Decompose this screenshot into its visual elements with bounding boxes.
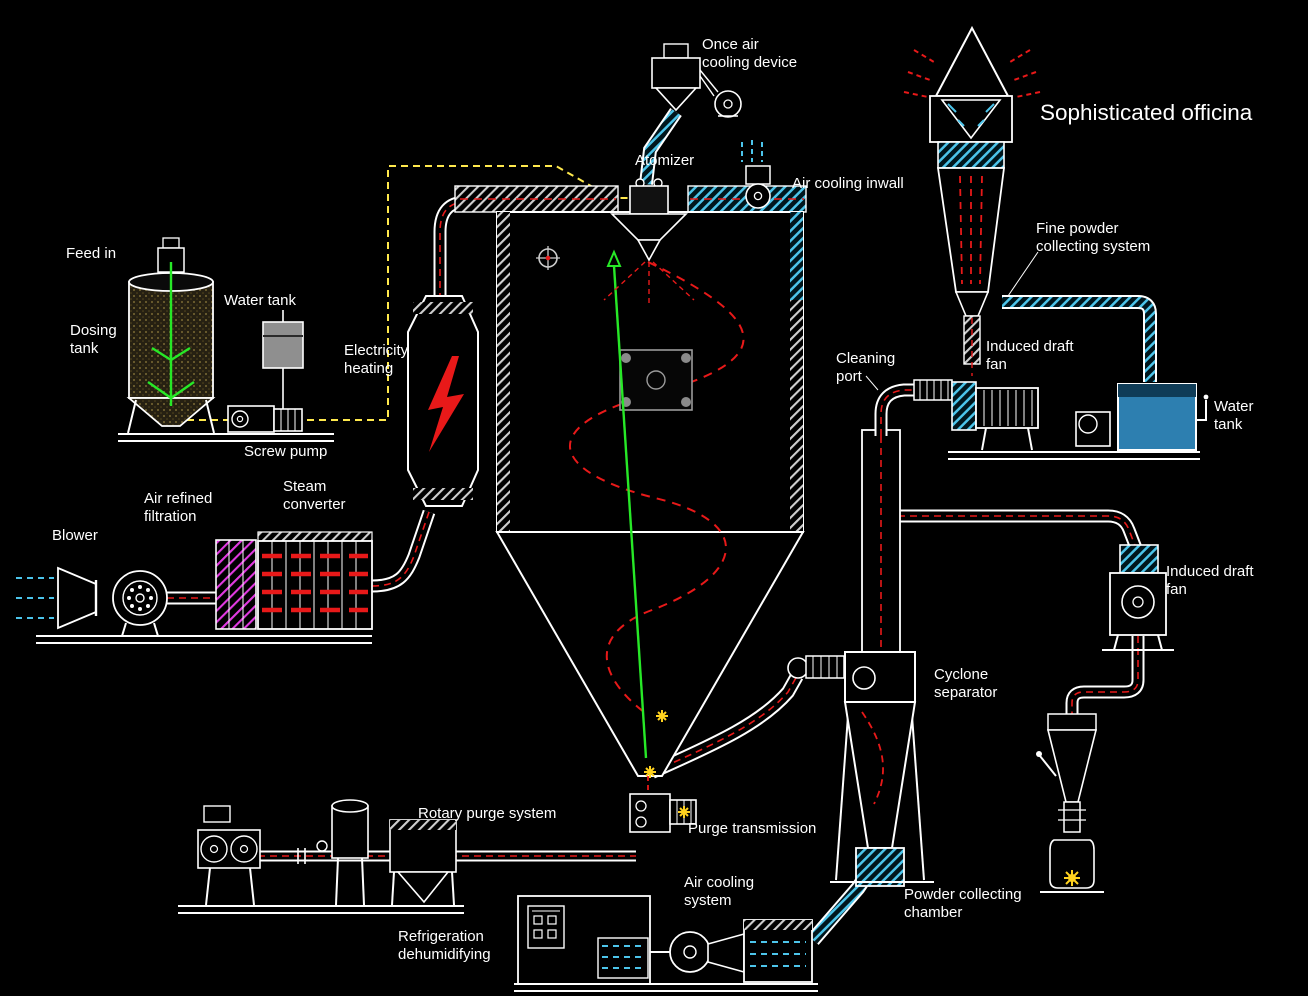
intake-air-dashes (16, 577, 54, 619)
bolt-circle (127, 585, 153, 611)
water-tank-small (262, 310, 304, 410)
powder-collecting-chamber (855, 847, 905, 887)
lightning-icon (428, 356, 464, 452)
label-electricity-heating: Electricity heating (344, 342, 409, 378)
agitator (147, 262, 195, 406)
diagram-title: Sophisticated officina (1040, 100, 1253, 125)
label-atomizer: Atomizer (635, 152, 695, 169)
label-once-air-cooling-device: Once air cooling device (702, 36, 798, 72)
refrigeration-dehumidifying (517, 895, 670, 985)
flow-dashes (959, 175, 983, 285)
hot-air-swirl (569, 261, 745, 716)
heating-elements (262, 553, 368, 613)
cool-air-dashes (741, 140, 763, 162)
hot-air-piping (167, 195, 1145, 862)
label-feed-in: Feed in (66, 245, 117, 262)
steam-converter (257, 531, 373, 630)
fine-powder-collecting-tower (903, 25, 1041, 376)
atomizer (603, 178, 695, 306)
label-water-tank-right: Water tank (1214, 398, 1254, 434)
label-induced-draft-fan-right: Induced draft fan (1166, 563, 1254, 599)
cooling-fan-icon (714, 90, 742, 118)
rotary-purge-system (197, 799, 457, 906)
air-cooling-system (669, 919, 813, 983)
chilled-air-dashes (602, 945, 644, 969)
label-blower: Blower (52, 527, 98, 544)
spark-indicators (644, 710, 668, 778)
label-cleaning-port: Cleaning port (836, 350, 896, 386)
product-lance (606, 249, 648, 759)
chamber-access-door (619, 349, 693, 411)
spray-pattern (603, 261, 695, 306)
exhaust-dashes (903, 49, 1041, 98)
leader-lines (865, 251, 1039, 391)
label-steam-converter: Steam converter (283, 478, 346, 514)
fine-powder-collector (1036, 713, 1098, 889)
label-cyclone-separator: Cyclone separator (934, 666, 998, 702)
induced-draft-fan-top (951, 381, 1039, 451)
induced-draft-fan-right (1109, 544, 1167, 651)
label-air-cooling-inwall: Air cooling inwall (792, 175, 904, 192)
electricity-heater (407, 295, 479, 507)
label-air-cooling-system: Air cooling system (684, 874, 755, 910)
label-powder-collecting-chamber: Powder collecting chamber (904, 886, 1022, 922)
spark-icon (678, 806, 690, 818)
dosing-tank (126, 237, 216, 434)
label-air-refined-filtration: Air refined filtration (144, 490, 213, 526)
screw-pump (227, 405, 303, 433)
water-tank-right (1075, 383, 1209, 451)
label-rotary-purge-system: Rotary purge system (418, 805, 557, 822)
label-screw-pump: Screw pump (244, 443, 328, 460)
cool-air-dashes (750, 941, 806, 967)
cleaning-port-elbow (874, 379, 953, 436)
once-air-cooling-device (651, 43, 742, 118)
label-dosing-tank: Dosing tank (70, 322, 117, 358)
air-cooling-inwall-fan (741, 140, 771, 209)
spray-chamber (454, 185, 807, 778)
product-sample (1064, 870, 1080, 886)
base-lines (36, 433, 1200, 992)
cool-dashes (947, 103, 995, 127)
sight-glass-icon (536, 246, 560, 270)
label-fine-powder-collecting-system: Fine powder collecting system (1036, 220, 1151, 256)
cyclone-separator (787, 379, 953, 881)
label-water-tank-left: Water tank (224, 292, 296, 309)
label-purge-transmission: Purge transmission (688, 820, 817, 837)
label-induced-draft-fan-top: Induced draft fan (986, 338, 1074, 374)
label-refrigeration-dehumidifying: Refrigeration dehumidifying (398, 928, 491, 964)
air-refined-filtration (215, 539, 257, 630)
blower (16, 566, 168, 637)
purge-transmission (629, 776, 697, 833)
